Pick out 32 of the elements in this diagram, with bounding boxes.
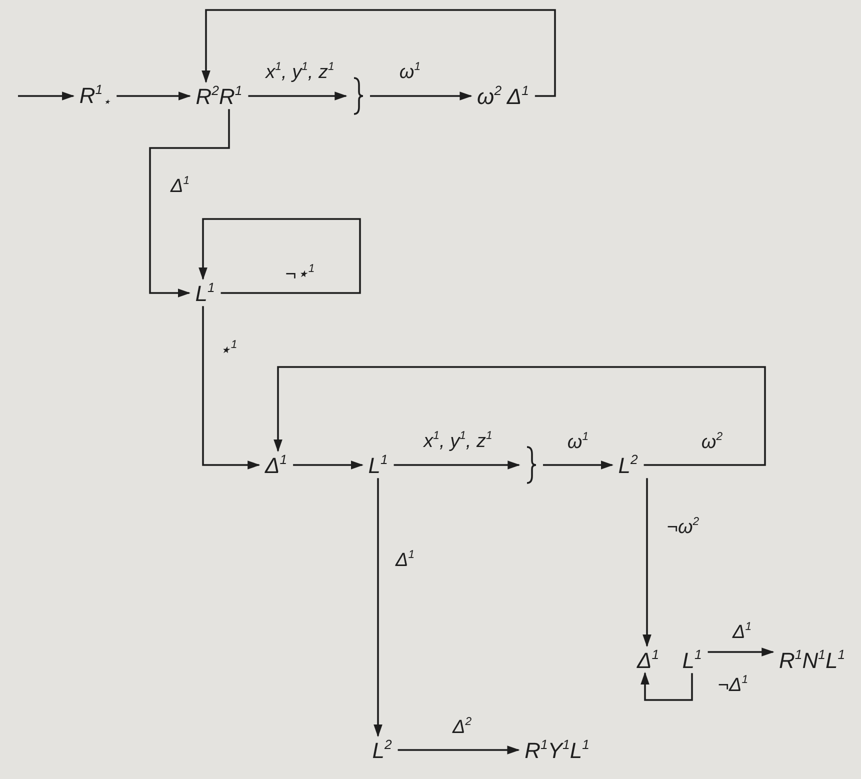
arrow xyxy=(198,218,361,294)
arrow xyxy=(642,478,652,648)
arrow xyxy=(202,9,556,97)
arrow xyxy=(293,460,364,470)
arrow xyxy=(398,746,520,754)
brace-symbol xyxy=(352,77,364,115)
arrow xyxy=(543,460,614,470)
math-term: L$^{1}$ xyxy=(682,648,702,672)
arrow xyxy=(116,92,192,100)
arrow xyxy=(274,366,766,466)
edge-label: x$^{1}$, y$^{1}$, z$^{1}$ xyxy=(264,62,336,82)
math-term: Δ$^{1}$ xyxy=(264,452,288,478)
arrow xyxy=(18,92,75,100)
math-term: R$^{1}$N$^{1}$L$^{1}$ xyxy=(778,648,846,672)
math-term: ω$^{2}$ Δ$^{1}$ xyxy=(477,84,529,108)
math-term: L$^{1}$ xyxy=(195,280,215,306)
arrow xyxy=(374,478,382,738)
arrow xyxy=(640,672,693,701)
brace-symbol xyxy=(525,446,537,484)
arrow xyxy=(370,92,472,100)
arrow xyxy=(394,460,520,470)
math-term: R$^{1}$Y$^{1}$L$^{1}$ xyxy=(524,738,590,762)
arrow xyxy=(248,92,348,100)
edge-label: x$^{1}$, y$^{1}$, z$^{1}$ xyxy=(422,431,494,451)
math-term: R$^{2}$R$^{1}$ xyxy=(196,84,242,108)
arrow xyxy=(202,306,260,470)
arrow xyxy=(708,648,774,656)
math-term: L$^{1}$ xyxy=(368,452,388,478)
arrow xyxy=(149,109,230,298)
math-term: Δ$^{1}$ xyxy=(636,648,660,672)
math-term: L$^{2}$ xyxy=(618,452,638,478)
math-term: L$^{2}$ xyxy=(372,738,392,762)
